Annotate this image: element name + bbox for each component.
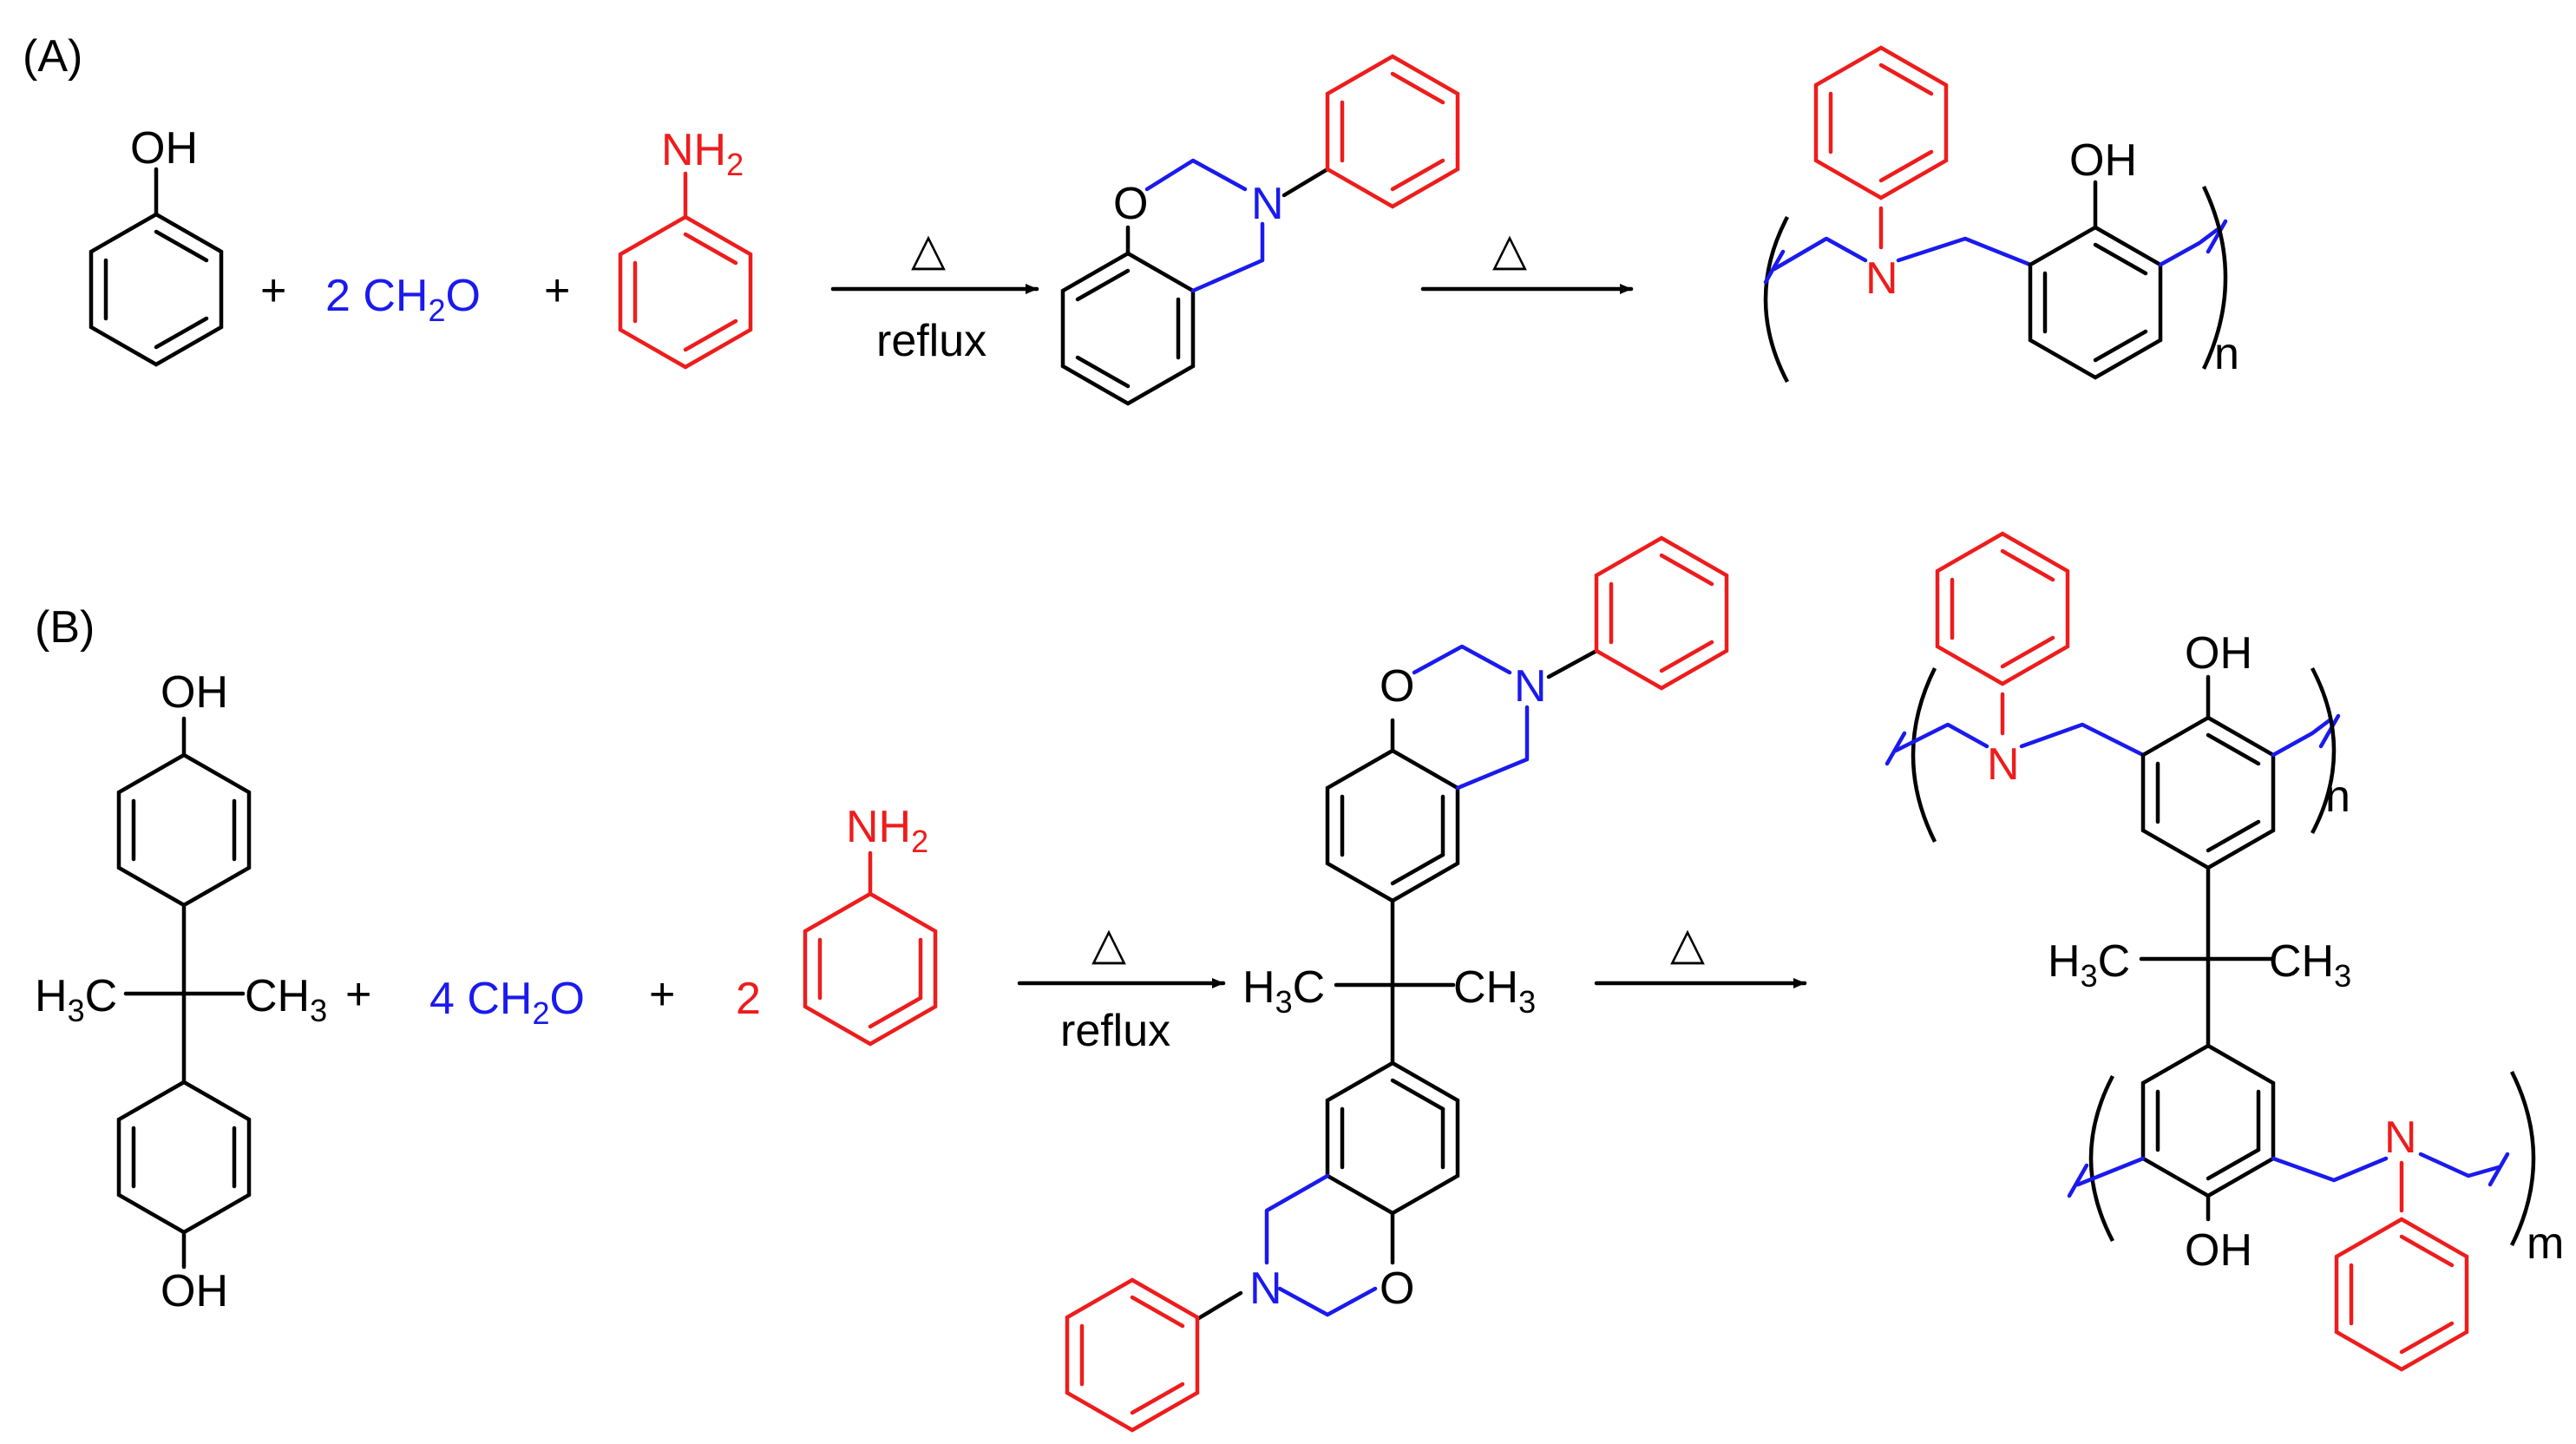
- polymer-n-top-label-b: N: [1987, 739, 2020, 790]
- reflux-label-b: reflux: [1060, 1006, 1170, 1056]
- benzoxazine-a: O N: [1060, 54, 1460, 406]
- polymer-ch3-label: CH3: [2269, 936, 2351, 994]
- polybenzoxazine-b: N OH n H3C CH3: [1884, 531, 2564, 1372]
- formaldehyde-b: 4 CH2O: [429, 974, 585, 1031]
- heat-symbol-b2: △: [1670, 919, 1705, 969]
- aniline-b-nh2-label: NH2: [846, 802, 928, 859]
- polymer-oh-bottom-label-b: OH: [2185, 1225, 2252, 1276]
- monomer-n-top-label: N: [1514, 661, 1547, 712]
- bis-benzoxazine: O N H3C CH3 O N: [1065, 535, 1729, 1433]
- polymer-oh-label-a: OH: [2069, 135, 2137, 186]
- panel-a: (A) OH + 2 CH2O + NH2 △ reflux: [23, 31, 2239, 406]
- formaldehyde-a: 2 CH2O: [325, 271, 481, 328]
- arrow-b1: △ reflux: [1017, 919, 1226, 1056]
- aniline-a: NH2: [618, 125, 753, 370]
- reflux-label-a: reflux: [876, 316, 986, 366]
- heat-symbol-a1: △: [911, 225, 946, 275]
- arrow-b2: △: [1594, 919, 1807, 988]
- heat-symbol-b1: △: [1091, 919, 1126, 969]
- bisphenol-a: OH H3C CH3 OH: [35, 667, 327, 1316]
- polymer-h3c-label: H3C: [2048, 936, 2130, 994]
- bpa-h3c-label: H3C: [35, 971, 117, 1028]
- panel-a-label: (A): [23, 31, 82, 82]
- monomer-o-top-label: O: [1380, 661, 1414, 712]
- plus-sign-a1: +: [260, 266, 286, 316]
- panel-b-label: (B): [35, 602, 95, 653]
- phenol: OH: [88, 123, 224, 367]
- polymer-index-n-b: n: [2325, 771, 2350, 822]
- polymer-n-bottom-label-b: N: [2384, 1113, 2417, 1163]
- plus-sign-a2: +: [544, 266, 570, 316]
- polybenzoxazine-a: N OH n: [1763, 45, 2239, 384]
- bpa-ch3-label: CH3: [245, 971, 327, 1028]
- heat-symbol-a2: △: [1492, 225, 1527, 275]
- monomer-ch3-label: CH3: [1453, 962, 1536, 1020]
- phenol-oh-label: OH: [130, 123, 198, 174]
- monomer-n-bottom-label: N: [1249, 1264, 1282, 1314]
- bpa-oh-bottom-label: OH: [161, 1266, 228, 1316]
- plus-sign-b2: +: [649, 969, 675, 1020]
- polymer-index-n-a: n: [2214, 329, 2239, 379]
- benzoxazine-o-label: O: [1113, 179, 1148, 229]
- arrow-a1: △ reflux: [830, 225, 1039, 366]
- amine-coefficient-b: 2: [736, 974, 761, 1024]
- monomer-h3c-label: H3C: [1242, 962, 1325, 1020]
- monomer-o-bottom-label: O: [1380, 1264, 1414, 1314]
- polymer-n-label-a: N: [1865, 253, 1898, 304]
- polymer-index-m-b: m: [2527, 1218, 2564, 1269]
- polymer-oh-top-label-b: OH: [2185, 628, 2252, 679]
- aniline-nh2-label: NH2: [661, 125, 744, 182]
- arrow-a2: △: [1420, 225, 1634, 294]
- panel-b: (B) OH H3C CH3 OH + 4 CH2O + 2 NH2: [35, 531, 2564, 1433]
- plus-sign-b1: +: [345, 969, 371, 1020]
- benzoxazine-n-label: N: [1251, 179, 1284, 229]
- bpa-oh-top-label: OH: [161, 667, 228, 718]
- aniline-b: NH2: [803, 802, 938, 1047]
